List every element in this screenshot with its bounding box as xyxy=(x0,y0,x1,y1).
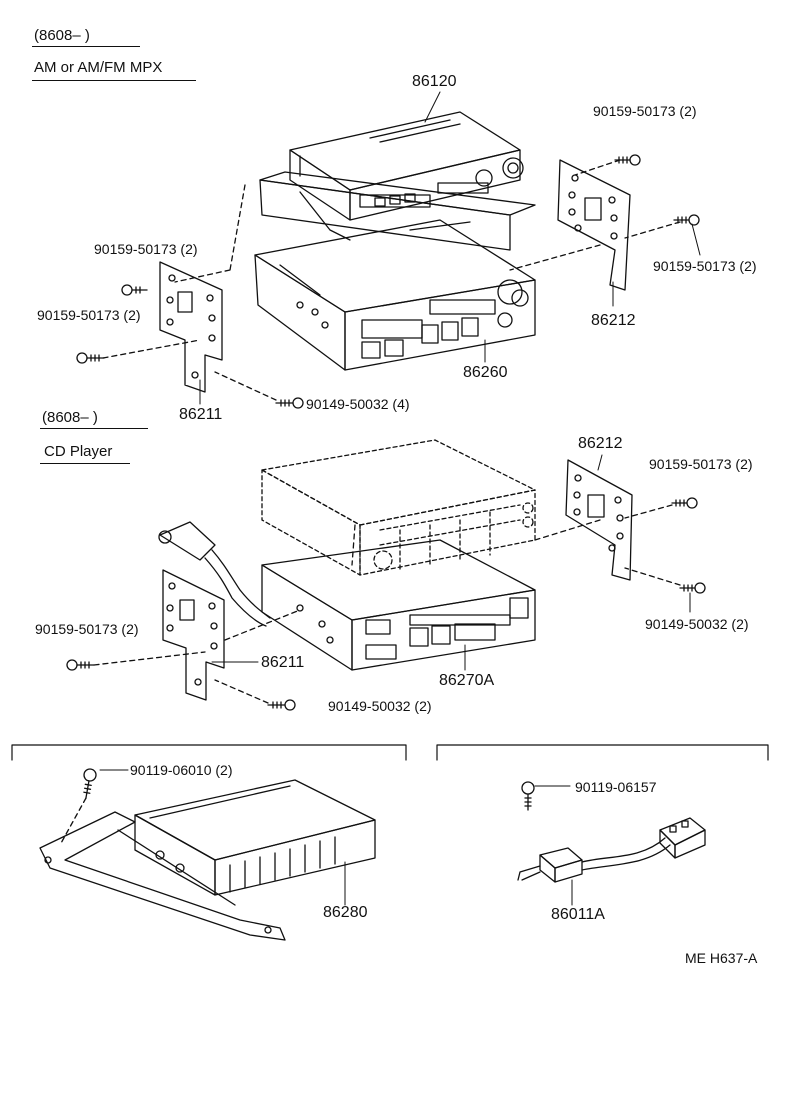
bracket-86212-cd-drawing xyxy=(565,459,633,581)
bracket-86212-top-drawing xyxy=(557,159,631,291)
label-86211-cd: 86211 xyxy=(261,654,305,671)
reference-code: ME H637-A xyxy=(685,950,758,966)
bracket-86211-top-drawing xyxy=(159,261,223,393)
screw-icon-06157 xyxy=(521,781,535,811)
amplifier-bracket-drawing xyxy=(39,811,286,941)
amplifier-86280-drawing xyxy=(134,779,376,896)
section-code-am-fm: (8608– ) xyxy=(34,27,90,44)
guide-lines-amp xyxy=(59,797,87,846)
label-90149-top: 90149-50032 (4) xyxy=(306,396,410,412)
mounting-sleeve-drawing xyxy=(259,171,536,251)
label-90149-cd-bottom: 90149-50032 (2) xyxy=(328,698,432,714)
guide-lines-cd xyxy=(93,504,681,704)
label-86120: 86120 xyxy=(412,73,457,90)
radio-86260-drawing xyxy=(254,219,536,371)
section-title-cd: CD Player xyxy=(44,443,113,460)
label-90159-left-1: 90159-50173 (2) xyxy=(94,241,198,257)
label-90159-cd-left: 90159-50173 (2) xyxy=(35,621,139,637)
bottom-right-frame xyxy=(436,744,769,761)
cd-player-86270A-drawing xyxy=(261,539,536,671)
label-86212-cd: 86212 xyxy=(578,435,623,452)
section-title-am-fm: AM or AM/FM MPX xyxy=(34,59,163,76)
label-90159-right-2: 90159-50173 (2) xyxy=(653,258,757,274)
label-90119-06010: 90119-06010 (2) xyxy=(130,762,233,778)
cd-cable-drawing xyxy=(158,521,271,627)
label-86212-top: 86212 xyxy=(591,312,636,329)
screw-icons-cd xyxy=(66,497,706,711)
harness-86011A-drawing xyxy=(517,817,706,883)
label-90149-cd-right: 90149-50032 (2) xyxy=(645,616,749,632)
underline-code-cd xyxy=(40,428,148,429)
label-86211-top: 86211 xyxy=(179,406,223,423)
screw-icon-06010 xyxy=(83,768,97,800)
underline-title-cd xyxy=(40,463,130,464)
radio-86120-drawing xyxy=(289,111,524,221)
label-90159-left-2: 90159-50173 (2) xyxy=(37,307,141,323)
label-86270A: 86270A xyxy=(439,672,495,689)
label-90119-06157: 90119-06157 xyxy=(575,779,657,795)
label-86280: 86280 xyxy=(323,904,368,921)
bottom-left-frame xyxy=(11,744,407,761)
bracket-86211-cd-drawing xyxy=(162,569,225,701)
cd-upper-unit-drawing xyxy=(261,439,536,576)
guide-lines-top xyxy=(102,159,681,401)
leader-lines-amp xyxy=(99,769,346,906)
label-86260: 86260 xyxy=(463,364,508,381)
label-90159-cd-right: 90159-50173 (2) xyxy=(649,456,753,472)
leader-lines-top xyxy=(199,91,701,405)
leader-lines-cd xyxy=(211,454,691,671)
section-code-cd: (8608– ) xyxy=(42,409,98,426)
screw-icons-top xyxy=(76,154,700,409)
label-86011A: 86011A xyxy=(551,906,605,923)
label-90159-top-right: 90159-50173 (2) xyxy=(593,103,697,119)
underline-title-am-fm xyxy=(32,80,196,81)
underline-code-am-fm xyxy=(32,46,140,47)
leader-lines-harness xyxy=(534,785,573,906)
